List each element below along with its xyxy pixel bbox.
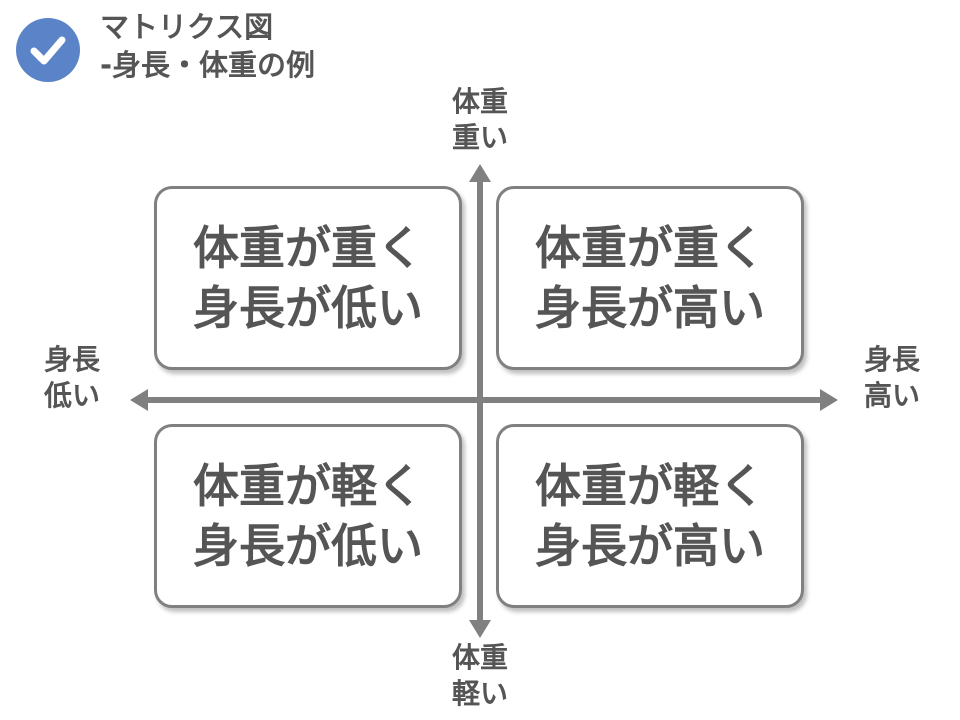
- quadrant-bottom-right-line-1: 体重が軽く: [535, 459, 765, 513]
- axis-label-right: 身長 高い: [842, 342, 942, 414]
- quadrant-top-left: 体重が重く 身長が低い: [154, 186, 462, 370]
- checkmark-circle-icon: [16, 18, 80, 82]
- axis-left-line-1: 身長: [43, 343, 100, 376]
- quadrant-top-right-line-2: 身長が高い: [535, 281, 765, 335]
- quadrant-top-left-line-1: 体重が重く: [193, 221, 423, 275]
- axis-right-line-1: 身長: [863, 343, 920, 376]
- axis-top-line-1: 体重: [451, 85, 508, 118]
- quadrant-bottom-left: 体重が軽く 身長が低い: [154, 424, 462, 608]
- page-title: マトリクス図 -身長・体重の例: [100, 8, 315, 84]
- axis-label-bottom: 体重 軽い: [432, 640, 528, 712]
- down-arrow-head: [469, 620, 491, 638]
- up-arrow-head: [469, 164, 491, 182]
- axis-right-line-2: 高い: [863, 379, 920, 412]
- axis-top-line-2: 重い: [451, 121, 508, 154]
- left-arrow-head: [130, 389, 148, 411]
- right-arrow-head: [820, 389, 838, 411]
- quadrant-bottom-right-line-2: 身長が高い: [535, 519, 765, 573]
- axis-bottom-line-2: 軽い: [451, 677, 508, 710]
- axis-label-top: 体重 重い: [432, 84, 528, 156]
- quadrant-top-right-line-1: 体重が重く: [535, 221, 765, 275]
- axis-bottom-line-1: 体重: [451, 641, 508, 674]
- title-line-2: -身長・体重の例: [100, 48, 316, 82]
- quadrant-top-right: 体重が重く 身長が高い: [496, 186, 804, 370]
- axis-label-left: 身長 低い: [22, 342, 122, 414]
- quadrant-top-left-line-2: 身長が低い: [193, 281, 423, 335]
- quadrant-bottom-left-line-1: 体重が軽く: [193, 459, 423, 513]
- axis-left-line-2: 低い: [43, 379, 100, 412]
- title-line-1: マトリクス図: [100, 10, 274, 44]
- quadrant-bottom-left-line-2: 身長が低い: [193, 519, 423, 573]
- quadrant-bottom-right: 体重が軽く 身長が高い: [496, 424, 804, 608]
